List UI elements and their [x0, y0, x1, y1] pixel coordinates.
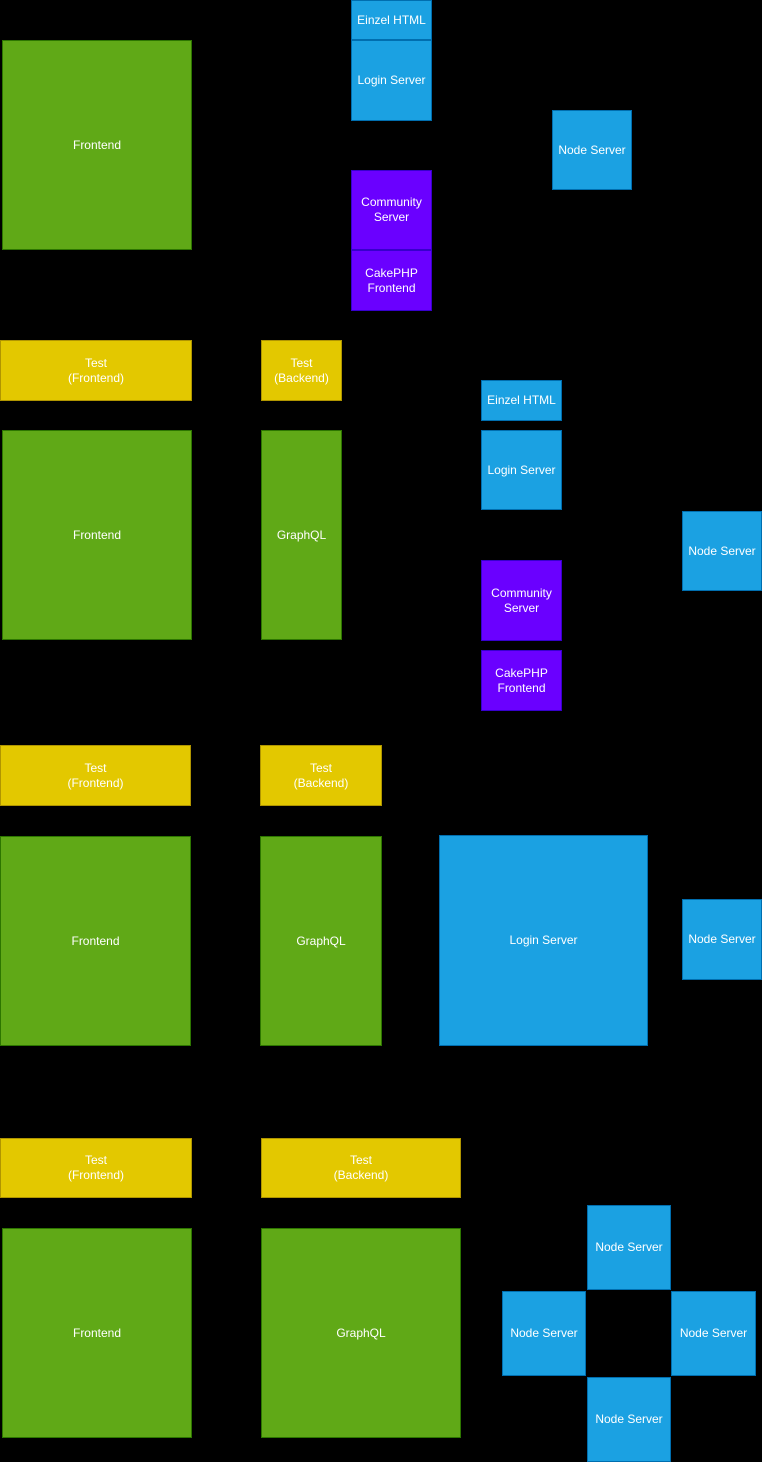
node-test-backend-3[interactable]: Test (Backend) [260, 745, 382, 806]
node-graphql-4[interactable]: GraphQL [261, 1228, 461, 1438]
node-node-server-3[interactable]: Node Server [682, 899, 762, 980]
node-login-server-2[interactable]: Login Server [481, 430, 562, 510]
node-frontend-3[interactable]: Frontend [0, 836, 191, 1046]
node-test-frontend-2[interactable]: Test (Frontend) [0, 340, 192, 401]
node-cakephp-frontend-1[interactable]: CakePHP Frontend [351, 250, 432, 311]
node-node-server-1[interactable]: Node Server [552, 110, 632, 190]
node-community-server-2[interactable]: Community Server [481, 560, 562, 641]
node-node-server-4-bottom[interactable]: Node Server [587, 1377, 671, 1462]
node-test-frontend-3[interactable]: Test (Frontend) [0, 745, 191, 806]
node-community-server-1[interactable]: Community Server [351, 170, 432, 250]
node-frontend-4[interactable]: Frontend [2, 1228, 192, 1438]
node-frontend-1[interactable]: Frontend [2, 40, 192, 250]
node-test-frontend-4[interactable]: Test (Frontend) [0, 1138, 192, 1198]
node-einzel-html-2[interactable]: Einzel HTML [481, 380, 562, 421]
node-test-backend-4[interactable]: Test (Backend) [261, 1138, 461, 1198]
node-node-server-4-top[interactable]: Node Server [587, 1205, 671, 1290]
node-einzel-html-1[interactable]: Einzel HTML [351, 0, 432, 40]
node-frontend-2[interactable]: Frontend [2, 430, 192, 640]
node-login-server-3[interactable]: Login Server [439, 835, 648, 1046]
node-node-server-2[interactable]: Node Server [682, 511, 762, 591]
node-graphql-2[interactable]: GraphQL [261, 430, 342, 640]
node-cakephp-frontend-2[interactable]: CakePHP Frontend [481, 650, 562, 711]
node-node-server-4-left[interactable]: Node Server [502, 1291, 586, 1376]
node-graphql-3[interactable]: GraphQL [260, 836, 382, 1046]
node-login-server-1[interactable]: Login Server [351, 40, 432, 121]
node-node-server-4-right[interactable]: Node Server [671, 1291, 756, 1376]
node-test-backend-2[interactable]: Test (Backend) [261, 340, 342, 401]
